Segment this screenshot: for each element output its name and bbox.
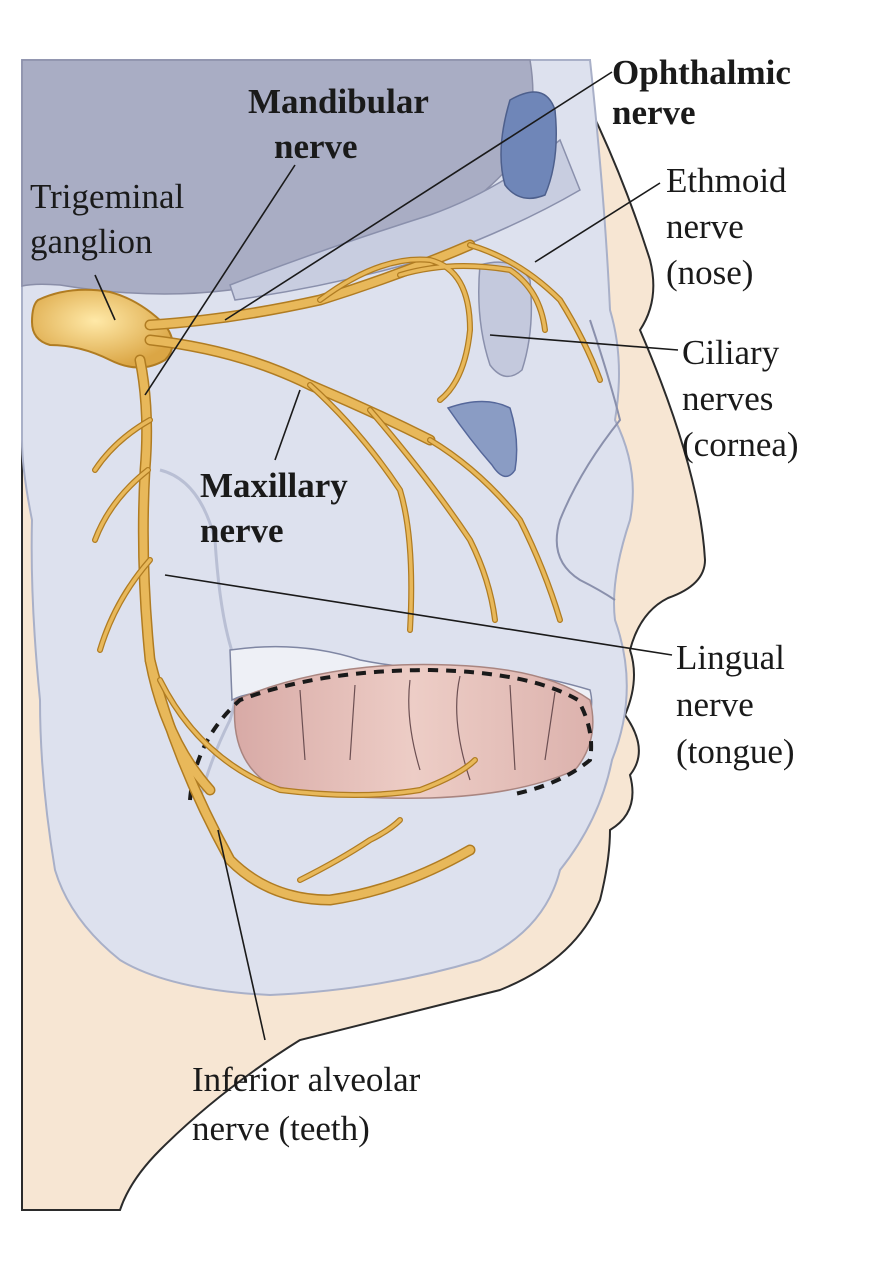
maxillary-sinus	[446, 400, 518, 478]
label-ethmoid: Ethmoid nerve (nose)	[666, 161, 795, 292]
nasal-outline	[555, 319, 622, 601]
leader-lingual	[164, 574, 673, 656]
label-maxillary: Maxillary nerve	[200, 466, 357, 550]
label-ophthalmic: Ophthalmic nerve	[612, 53, 800, 132]
frontal-sinus	[500, 91, 557, 200]
leader-trigeminal	[94, 274, 116, 321]
leader-mandibular	[144, 164, 296, 396]
leader-ethmoid	[534, 182, 661, 263]
leader-maxillary	[274, 389, 301, 461]
leader-inferior-alveolar	[217, 829, 266, 1041]
leader-ophthalmic	[224, 71, 613, 321]
label-ciliary: Ciliary nerves (cornea)	[682, 333, 799, 464]
label-inferior-alveolar: Inferior alveolar nerve (teeth)	[192, 1060, 429, 1148]
label-lingual: Lingual nerve (tongue)	[676, 638, 795, 771]
tongue-fissures	[299, 675, 556, 781]
leader-ciliary	[489, 334, 679, 351]
label-mandibular: Mandibular nerve	[248, 82, 437, 166]
leader-lines	[94, 71, 679, 1041]
oral-cavity-outline	[188, 667, 594, 801]
label-trigeminal-ganglion: Trigeminal ganglion	[30, 177, 193, 261]
nerve-network	[31, 239, 603, 906]
